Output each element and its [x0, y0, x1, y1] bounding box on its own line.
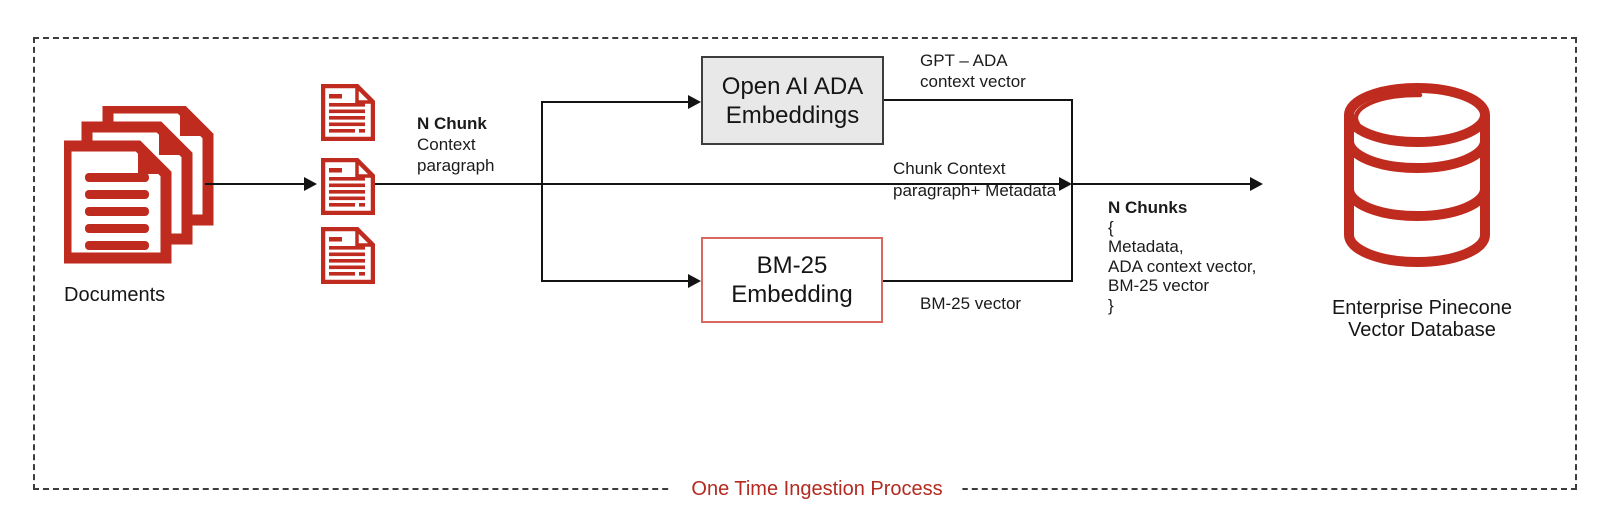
- arrowhead-to-ada: [688, 95, 701, 109]
- n-chunks-payload-label: N Chunks { Metadata, ADA context vector,…: [1108, 198, 1257, 315]
- ada-output-label: GPT – ADA context vector: [920, 51, 1026, 91]
- arrowhead-docs-to-chunks: [304, 177, 317, 191]
- arrowhead-to-database: [1250, 177, 1263, 191]
- flow-line-to-ada: [541, 101, 688, 103]
- flow-line-to-database: [1072, 183, 1250, 185]
- flow-line-to-bm25: [541, 280, 688, 282]
- chunk-document-icon: [321, 227, 375, 284]
- bm25-output-label: BM-25 vector: [920, 294, 1022, 313]
- flow-line-branch-split: [541, 101, 543, 282]
- arrowhead-to-bm25: [688, 274, 701, 288]
- bm25-embedding-box: BM-25 Embedding: [701, 237, 883, 323]
- chunk-context-label: N Chunk Context paragraph: [417, 114, 495, 175]
- ada-embeddings-box: Open AI ADA Embeddings: [701, 56, 884, 145]
- flow-line-main: [375, 183, 1060, 185]
- arrowhead-main-to-collector: [1059, 177, 1072, 191]
- passthrough-label: Chunk Context paragraph+ Metadata: [893, 159, 1057, 200]
- chunk-document-icon: [321, 158, 375, 215]
- database-label: Enterprise Pinecone Vector Database: [1331, 297, 1513, 341]
- database-icon: [1344, 83, 1490, 267]
- flow-line-docs-to-chunks: [205, 183, 304, 185]
- documents-stack-icon: [64, 106, 214, 264]
- process-title: One Time Ingestion Process: [671, 476, 963, 502]
- ingestion-process-frame: One Time Ingestion Process: [33, 37, 1577, 502]
- flow-line-collector: [1071, 99, 1073, 281]
- chunk-document-icon: [321, 84, 375, 141]
- flow-line-ada-output: [884, 99, 1073, 101]
- documents-label: Documents: [64, 284, 166, 306]
- flow-line-bm25-output: [883, 280, 1073, 282]
